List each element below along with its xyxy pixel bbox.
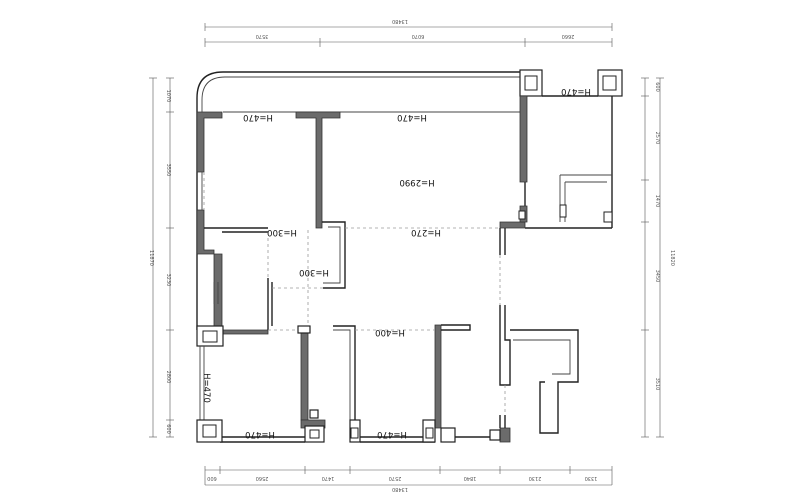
label-living: H=2990 bbox=[399, 177, 434, 187]
dim-top-1: 3570 bbox=[256, 33, 269, 39]
dim-bottom-4: 2570 bbox=[389, 475, 402, 481]
dim-left-3: 3230 bbox=[165, 274, 171, 287]
label-top-hall: H=470 bbox=[397, 112, 427, 122]
dim-bottom-total: 13480 bbox=[392, 486, 408, 492]
label-top-right-room: H=470 bbox=[561, 86, 591, 96]
ceiling-dashed-lines bbox=[203, 172, 506, 415]
dim-right-5: 3510 bbox=[654, 378, 660, 391]
dim-top-total: 13480 bbox=[392, 18, 408, 24]
dim-bottom-5: 1840 bbox=[464, 475, 477, 481]
dim-left-2: 3550 bbox=[165, 164, 171, 177]
label-mid-left-room: H=300 bbox=[299, 267, 329, 277]
left-dimensions: 11870 1070 3550 3230 2800 600 bbox=[148, 77, 174, 438]
dim-right-4: 3450 bbox=[654, 270, 660, 283]
dim-bottom-7: 1330 bbox=[585, 475, 598, 481]
bottom-columns bbox=[196, 325, 501, 443]
column-bottom-d bbox=[440, 427, 456, 443]
dim-left-5: 600 bbox=[165, 424, 171, 434]
dim-bottom-6: 2130 bbox=[529, 475, 542, 481]
dim-top-3: 2660 bbox=[562, 33, 575, 39]
label-bottom-mid-bay: H=470 bbox=[377, 429, 407, 439]
ceiling-labels: H=470 H=470 H=470 H=2990 H=300 H=300 H=2… bbox=[201, 86, 591, 439]
interior-walls bbox=[201, 172, 613, 428]
structural-walls bbox=[196, 95, 528, 443]
label-mid-left-corridor: H=300 bbox=[267, 227, 297, 237]
exterior-walls bbox=[196, 69, 623, 443]
dim-left-total: 11870 bbox=[148, 250, 154, 266]
dim-right-3: 1470 bbox=[654, 195, 660, 208]
dim-left-4: 2800 bbox=[165, 371, 171, 384]
dim-bottom-3: 1470 bbox=[322, 475, 335, 481]
dim-bottom-1: 600 bbox=[207, 475, 217, 481]
column-mid-b bbox=[309, 409, 319, 419]
top-dimensions: 13480 3570 6070 2660 bbox=[204, 18, 613, 47]
label-mid-corridor: H=270 bbox=[411, 227, 441, 237]
column-mid-a bbox=[297, 325, 311, 334]
dim-top-2: 6070 bbox=[412, 33, 425, 39]
bottom-dimensions: 600 2560 1470 2570 1840 2130 1330 13480 bbox=[204, 466, 613, 492]
label-bottom-left-bay: H=470 bbox=[245, 429, 275, 439]
column-bottom-e bbox=[489, 429, 501, 441]
dim-left-1: 1070 bbox=[165, 90, 171, 103]
right-dimensions: 600 2570 1470 3450 3510 11820 bbox=[641, 77, 675, 438]
label-dining: H=400 bbox=[375, 327, 405, 337]
dim-bottom-2: 2560 bbox=[256, 475, 269, 481]
dim-right-2: 2570 bbox=[654, 132, 660, 145]
label-top-left-room: H=470 bbox=[243, 112, 273, 122]
label-bottom-left-room: H=470 bbox=[201, 373, 211, 403]
dim-right-1: 600 bbox=[654, 82, 660, 92]
dim-right-total: 11820 bbox=[669, 250, 675, 266]
